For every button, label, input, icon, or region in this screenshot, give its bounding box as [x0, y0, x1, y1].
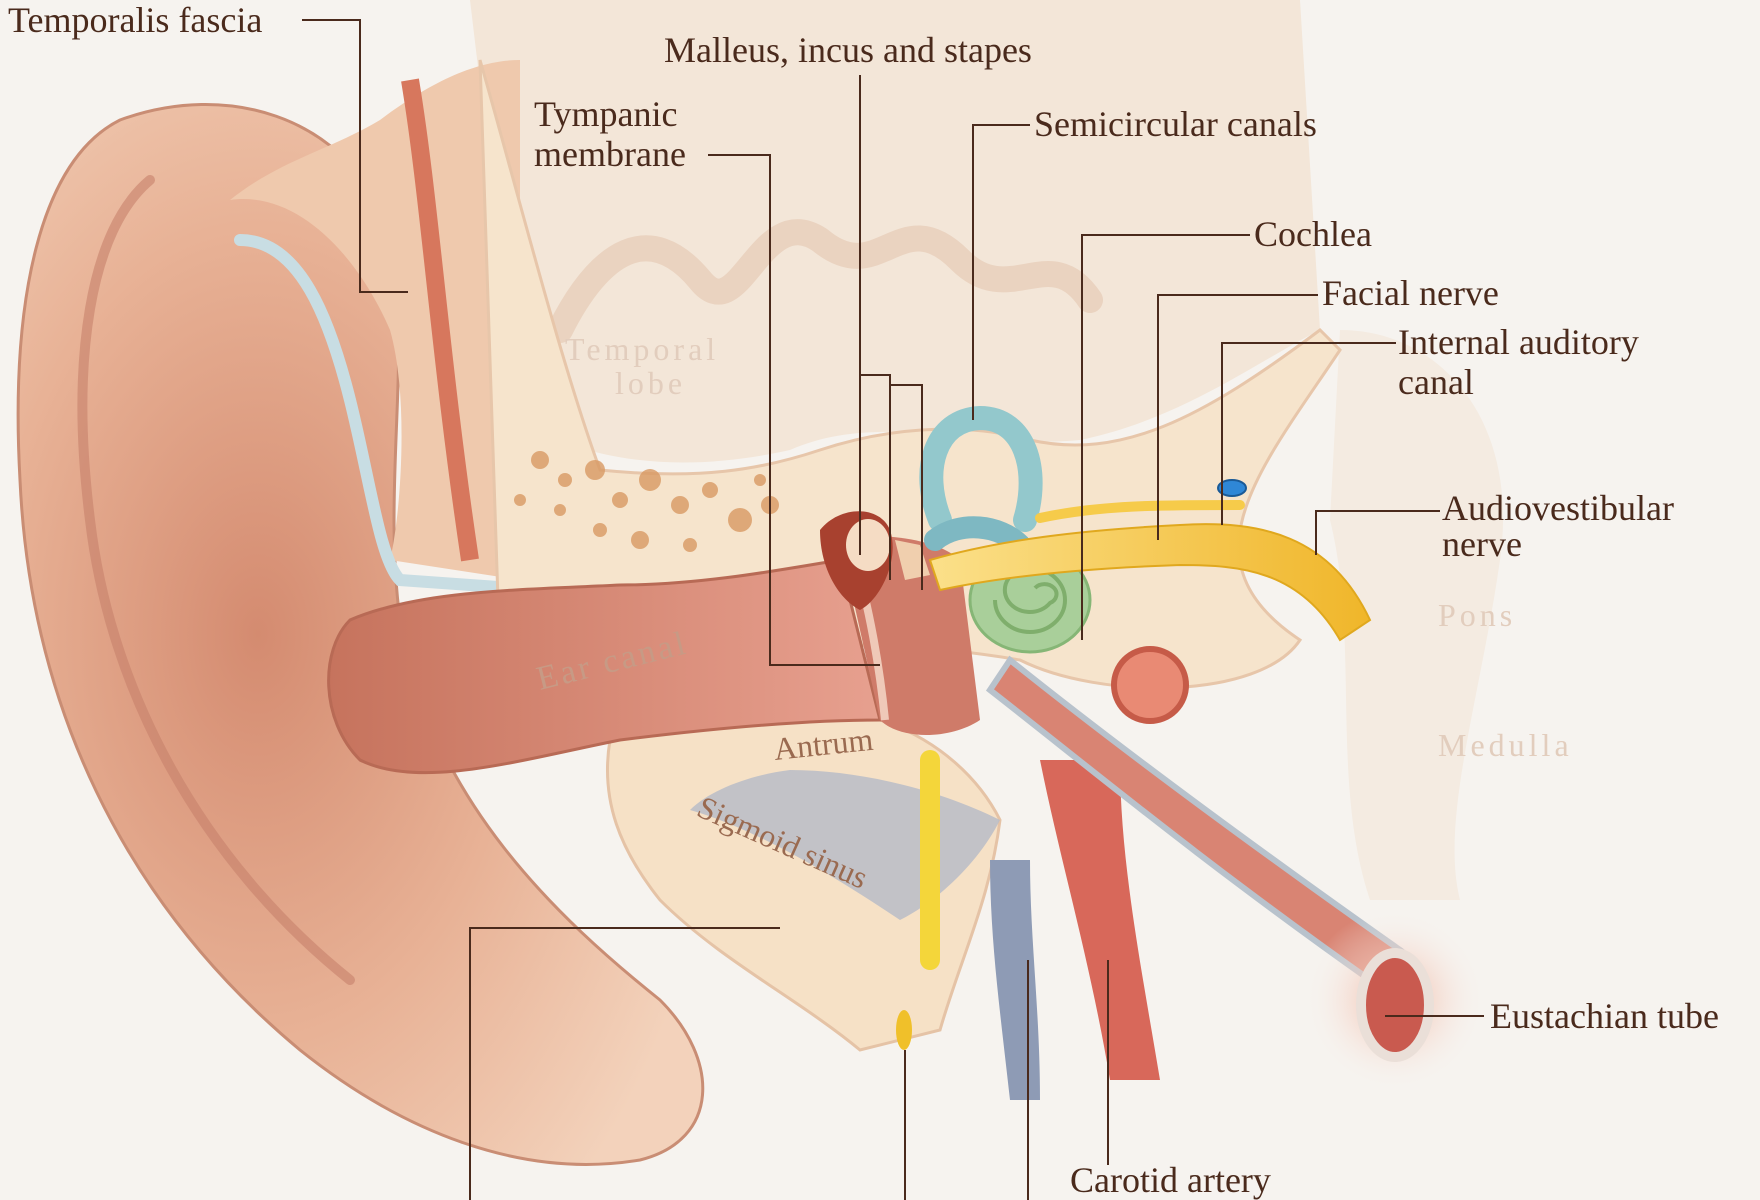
leader-temporalis-fascia [302, 19, 408, 293]
leader-internal-auditory-canal [1221, 342, 1396, 525]
pinna-fold [77, 175, 355, 985]
leader-mastoid [469, 927, 780, 1200]
label-temporalis-fascia: Temporalis fascia [8, 0, 262, 40]
label-ossicles: Malleus, incus and stapes [664, 30, 1032, 70]
region-label-medulla: Medulla [1438, 727, 1573, 763]
label-carotid-artery: Carotid artery [1070, 1160, 1271, 1200]
label-tympanic-2: membrane [534, 134, 686, 174]
region-label-lobe: lobe [615, 365, 686, 401]
leader-audiovestibular-nerve [1315, 510, 1440, 555]
brainstem-shape [1330, 330, 1504, 900]
carotid-canal-ring [1111, 646, 1189, 724]
facial-nerve-shape [1035, 500, 1245, 523]
label-eustachian-tube: Eustachian tube [1490, 996, 1719, 1036]
incus-shape [846, 519, 890, 571]
stylomastoid-foramen [896, 1010, 912, 1050]
region-label-pons: Pons [1438, 597, 1516, 633]
label-audiovestibular-2: nerve [1442, 524, 1522, 564]
label-facial-nerve: Facial nerve [1322, 273, 1499, 313]
leader-ossicles-2 [860, 374, 891, 580]
internal-auditory-canal-marker [1217, 479, 1247, 497]
label-semicircular-canals: Semicircular canals [1034, 104, 1317, 144]
leader-semicircular-canals [972, 124, 1030, 420]
label-cochlea: Cochlea [1254, 214, 1372, 254]
nerve-bundle-shape [928, 523, 1372, 642]
label-internal-auditory-1: Internal auditory [1398, 322, 1639, 362]
cartilage-band [234, 234, 546, 596]
region-label-temporal: Temporal [565, 331, 719, 367]
leader-cochlea [1081, 234, 1250, 640]
carotid-artery-shape [1040, 760, 1160, 1080]
semicircular-canals-shape [919, 405, 1043, 532]
brain-gyri [547, 219, 1103, 343]
ear-canal-shape [327, 558, 882, 775]
label-audiovestibular-1: Audiovestibular [1442, 488, 1674, 528]
label-tympanic-1: Tympanic [534, 94, 677, 134]
leader-ossicles-3 [890, 384, 923, 590]
leader-facial-nerve [1157, 294, 1318, 540]
eustachian-tube-opening [1356, 948, 1434, 1062]
leader-tympanic-membrane [708, 154, 880, 666]
label-internal-auditory-2: canal [1398, 362, 1474, 402]
vestibule-shape [924, 516, 1031, 556]
temporalis-muscle-band [401, 78, 479, 562]
